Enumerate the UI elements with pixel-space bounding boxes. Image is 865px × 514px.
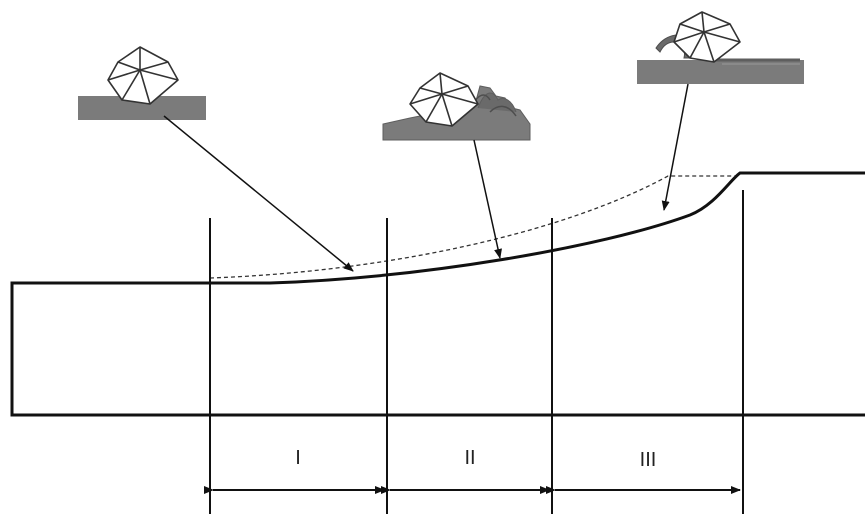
region-label-2: II (464, 447, 475, 469)
leader-arrow-2 (473, 139, 502, 259)
chip-formation-icon (637, 11, 804, 84)
ideal-path-dashed (209, 175, 735, 279)
region-label-3: III (640, 449, 657, 471)
diamond-icon (409, 72, 479, 127)
diamond-tool-icon (78, 46, 206, 120)
plowed-surface-icon (382, 72, 531, 141)
leader-arrow-3 (661, 83, 689, 211)
region-label-1: I (295, 447, 301, 469)
leader-arrow-1 (163, 115, 354, 272)
diamond-icon (673, 11, 741, 63)
diamond-icon (107, 46, 179, 105)
workpiece-outline (10, 171, 865, 417)
